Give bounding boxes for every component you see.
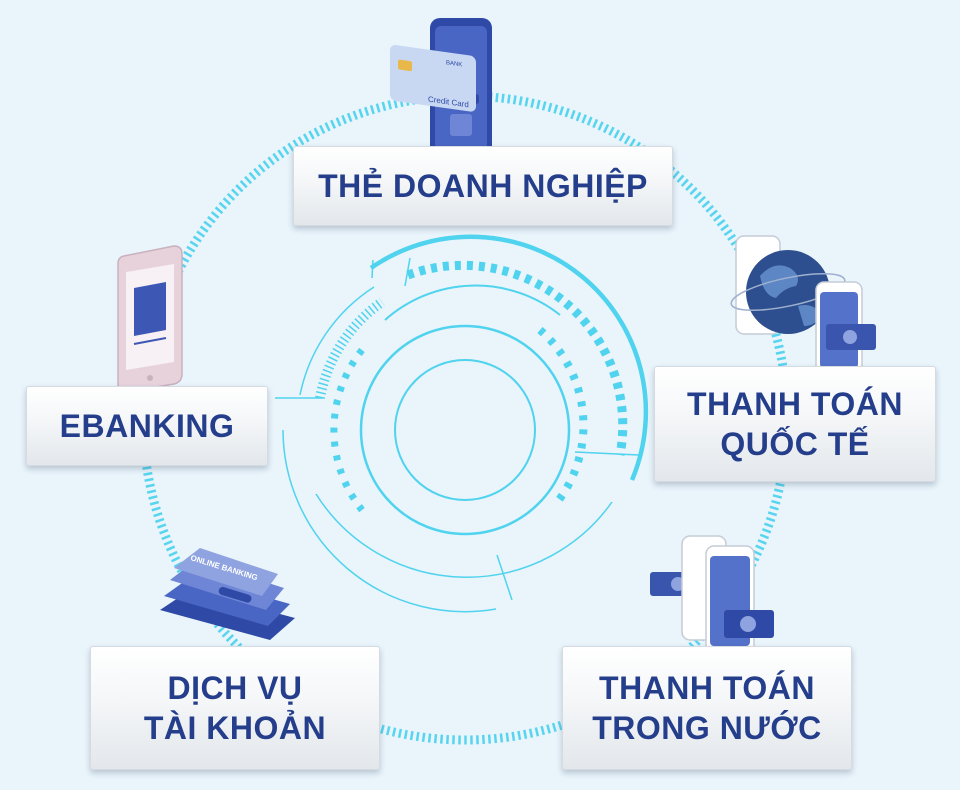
node-label-line: THANH TOÁN (599, 668, 815, 708)
online-banking-tablet-icon: ONLINE BANKING (150, 540, 300, 655)
node-label-line: EBANKING (60, 406, 235, 446)
node-label-line: THANH TOÁN (687, 384, 903, 424)
node-label-line: TRONG NƯỚC (592, 708, 822, 748)
phone-money-icon (648, 532, 778, 662)
node-thanh-toan-trong-nuoc[interactable]: THANH TOÁN TRONG NƯỚC (562, 646, 852, 770)
center-tech-rings (275, 237, 646, 612)
node-label-line: THẺ DOANH NGHIỆP (318, 166, 648, 206)
globe-phone-icon (712, 228, 892, 378)
credit-card-phone-icon: Credit Card BANK (388, 14, 518, 164)
node-ebanking[interactable]: EBANKING (26, 386, 268, 466)
node-label-line: QUỐC TẾ (720, 424, 869, 464)
node-label-line: TÀI KHOẢN (144, 708, 326, 748)
node-the-doanh-nghiep[interactable]: THẺ DOANH NGHIỆP (293, 146, 673, 226)
node-dich-vu-tai-khoan[interactable]: DỊCH VỤ TÀI KHOẢN (90, 646, 380, 770)
node-label-line: DỊCH VỤ (167, 668, 302, 708)
node-thanh-toan-quoc-te[interactable]: THANH TOÁN QUỐC TẾ (654, 366, 936, 482)
mobile-phone-icon (108, 244, 190, 394)
